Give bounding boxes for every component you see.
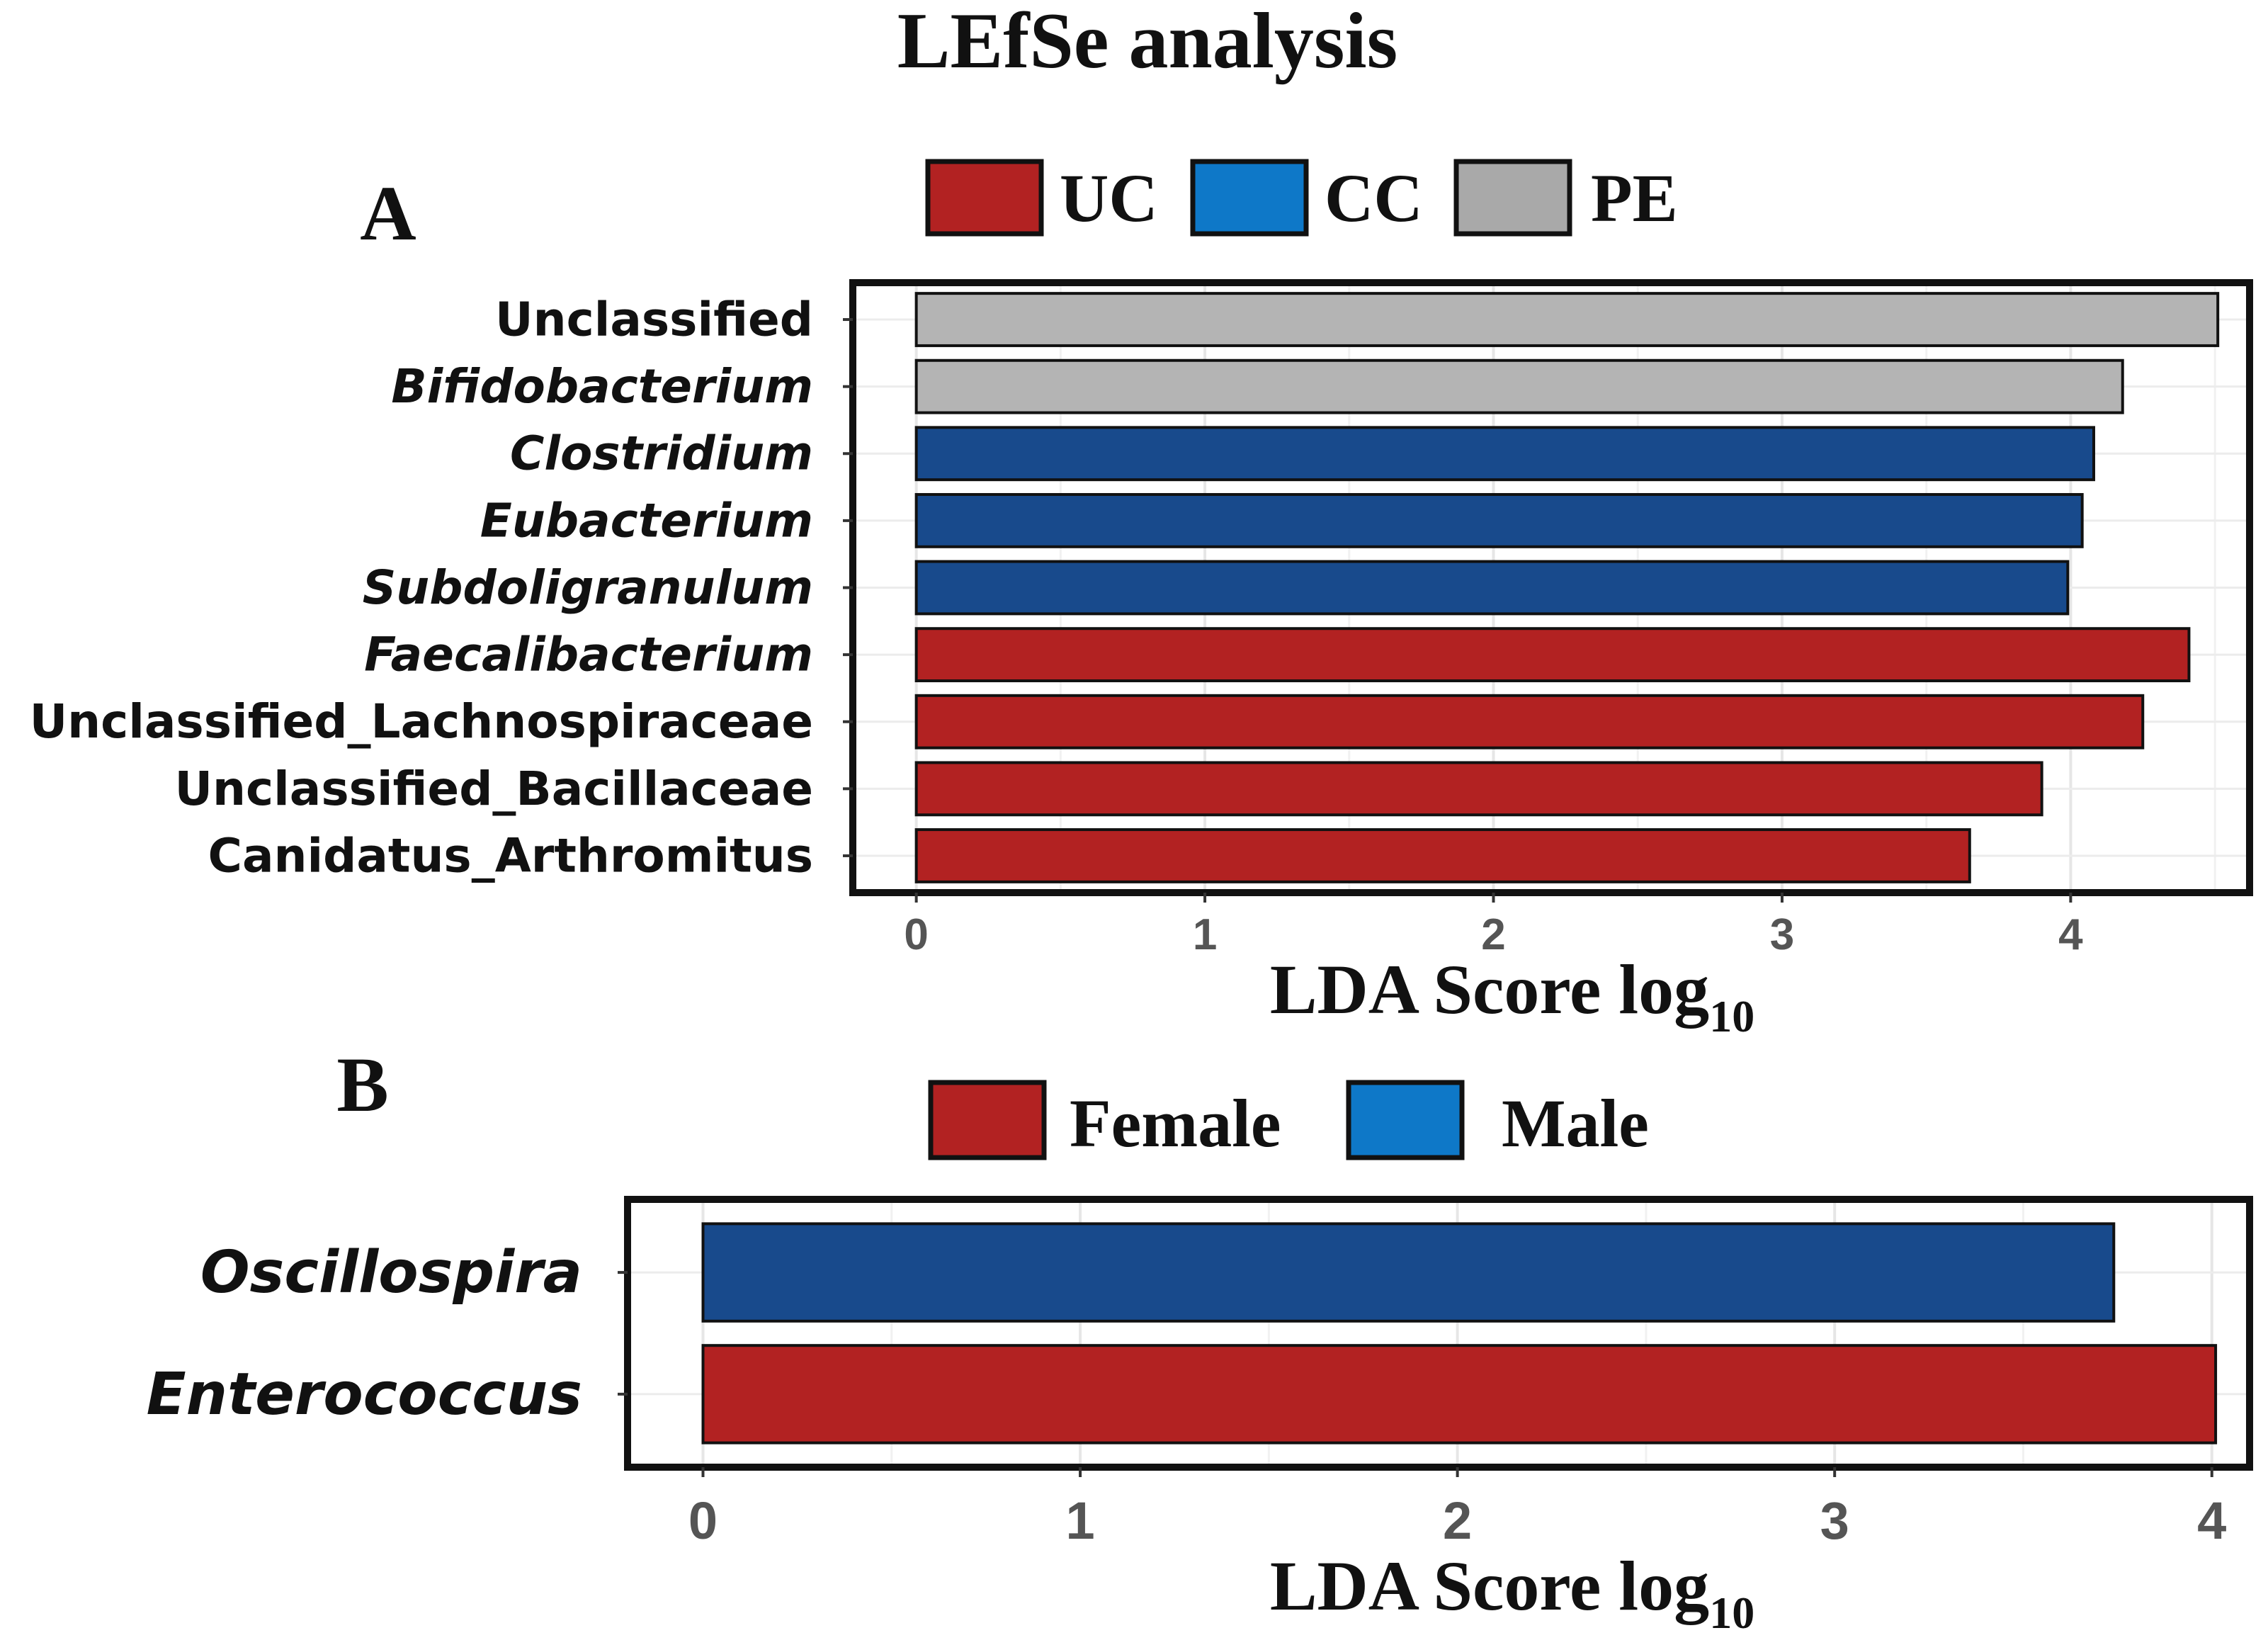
panel-a-category-label: Unclassified_Lachnospiraceae: [30, 694, 813, 749]
panel-b-x-tick-label: 3: [1820, 1491, 1849, 1550]
panel-a-bar: [914, 828, 1971, 883]
panel-a-bar: [914, 560, 2070, 616]
panel-b-letter: B: [336, 1041, 388, 1128]
panel-a-x-tick-label: 4: [2058, 910, 2083, 959]
panel-a: A UC CC PE UnclassifiedBifidobacteriumCl…: [30, 159, 2253, 1041]
panel-a-letter: A: [360, 170, 416, 256]
legend-label-uc: UC: [1060, 160, 1158, 236]
legend-label-male: Male: [1502, 1085, 1649, 1161]
panel-a-bar: [914, 694, 2145, 750]
panel-a-x-axis-title-sub: 10: [1709, 991, 1754, 1041]
panel-a-bar: [914, 358, 2124, 414]
panel-a-x-axis-title: LDA Score log10: [1270, 950, 1754, 1041]
panel-a-bar: [914, 761, 2043, 817]
panel-a-legend: UC CC PE: [925, 159, 1678, 237]
panel-a-plot: UnclassifiedBifidobacteriumClostridiumEu…: [30, 279, 2253, 959]
panel-b-plot-frame: [624, 1196, 2253, 1471]
panel-b-x-axis-title-sub: 10: [1709, 1588, 1754, 1638]
legend-swatch-female: [928, 1080, 1047, 1160]
panel-a-x-tick-label: 0: [904, 910, 928, 959]
legend-swatch-uc: [925, 159, 1044, 237]
panel-b-x-tick-label: 4: [2197, 1491, 2226, 1550]
panel-a-bar: [914, 627, 2191, 683]
panel-a-x-axis-title-main: LDA Score log: [1270, 950, 1709, 1029]
legend-swatch-pe: [1453, 159, 1572, 237]
panel-b-category-label: Oscillospira: [200, 1239, 582, 1306]
panel-a-category-label: Subdoligranulum: [363, 560, 813, 615]
panel-a-bar: [914, 426, 2095, 482]
panel-a-category-label: Bifidobacterium: [391, 359, 813, 414]
panel-b-category-label: Enterococcus: [147, 1361, 582, 1428]
panel-b-x-tick-label: 1: [1065, 1491, 1094, 1550]
panel-b-bar: [701, 1344, 2218, 1445]
panel-b-legend: Female Male: [928, 1080, 1649, 1161]
panel-b-bar: [701, 1222, 2116, 1323]
panel-a-bar: [914, 292, 2220, 347]
panel-b-x-tick-label: 2: [1443, 1491, 1472, 1550]
panel-a-category-label: Unclassified: [495, 292, 813, 346]
legend-swatch-cc: [1190, 159, 1309, 237]
legend-label-pe: PE: [1591, 160, 1678, 236]
panel-b-x-axis-title: LDA Score log10: [1270, 1547, 1754, 1638]
panel-a-category-label: Eubacterium: [480, 493, 813, 548]
legend-swatch-male: [1346, 1080, 1465, 1160]
panel-a-x-tick-label: 3: [1770, 910, 1794, 959]
panel-a-x-tick-label: 1: [1193, 910, 1217, 959]
panel-a-category-label: Faecalibacterium: [364, 628, 813, 682]
panel-a-category-label: Canidatus_Arthromitus: [208, 828, 813, 883]
legend-label-cc: CC: [1325, 160, 1423, 236]
panel-b-x-tick-label: 0: [688, 1491, 718, 1550]
panel-a-x-tick-label: 2: [1481, 910, 1505, 959]
panel-a-category-label: Clostridium: [510, 426, 813, 481]
figure-title: LEfSe analysis: [897, 0, 1397, 85]
panel-a-bar: [914, 492, 2084, 548]
panel-b-x-axis-title-main: LDA Score log: [1270, 1547, 1709, 1625]
legend-label-female: Female: [1070, 1085, 1281, 1161]
panel-a-category-label: Unclassified_Bacillaceae: [174, 762, 813, 816]
